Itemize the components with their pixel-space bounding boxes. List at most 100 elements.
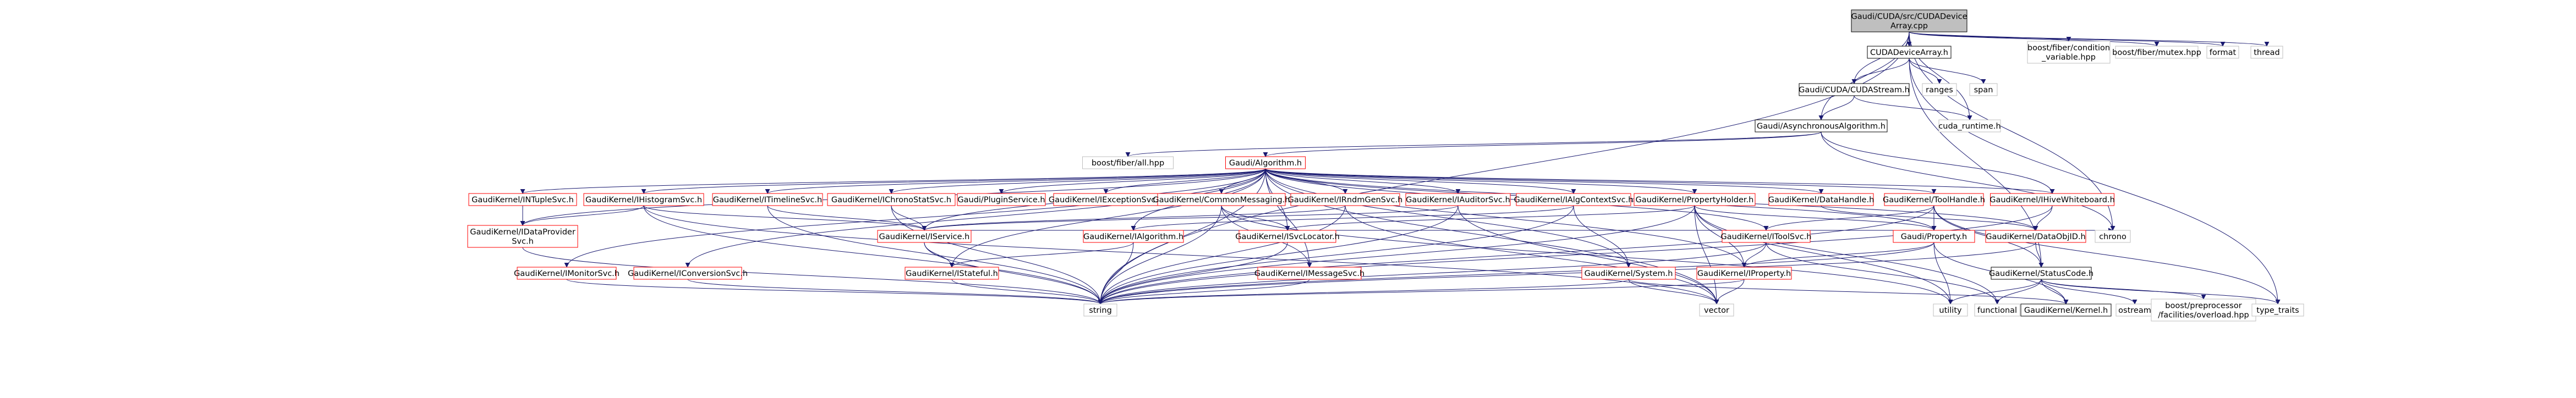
node-kernel[interactable]: GaudiKernel/Kernel.h [2020, 303, 2112, 317]
node-imon[interactable]: GaudiKernel/IMonitorSvc.h [514, 267, 620, 280]
node-bfmx: boost/fiber/mutex.hpp [2112, 46, 2201, 59]
node-functional: functional [1974, 303, 2020, 317]
edge-isl-to-string [1098, 242, 1288, 305]
node-ostream: ostream [2115, 303, 2154, 317]
node-ipl[interactable]: Gaudi/PluginService.h [957, 193, 1046, 206]
node-label-iexc: GaudiKernel/IExceptionSvc.h [1049, 196, 1163, 204]
edge-ph-to-gprop [1694, 205, 1937, 231]
node-isl[interactable]: GaudiKernel/ISvcLocator.h [1235, 230, 1340, 243]
node-label-idp: Svc.h [512, 237, 534, 246]
node-iexc[interactable]: GaudiKernel/IExceptionSvc.h [1049, 193, 1163, 206]
edge-galg-to-iconv [685, 168, 1266, 268]
node-th[interactable]: GaudiKernel/ToolHandle.h [1883, 193, 1985, 206]
node-label-itsvc: GaudiKernel/IToolSvc.h [1721, 233, 1812, 241]
node-isys[interactable]: GaudiKernel/System.h [1581, 267, 1676, 280]
node-label-idp: GaudiKernel/IDataProvider [470, 228, 576, 237]
node-iwb[interactable]: GaudiKernel/IHiveWhiteboard.h [1989, 193, 2115, 206]
edge-itl-to-string [767, 205, 1103, 305]
edge-itl-to-isvc [767, 205, 927, 231]
node-label-iaud: GaudiKernel/IAuditorSvc.h [1406, 196, 1510, 204]
node-iaud[interactable]: GaudiKernel/IAuditorSvc.h [1405, 193, 1511, 206]
node-intsvc[interactable]: GaudiKernel/INTupleSvc.h [468, 193, 577, 206]
node-box-functional [1974, 303, 2020, 317]
node-label-cmsg: GaudiKernel/CommonMessaging.h [1153, 196, 1290, 204]
node-irnd[interactable]: GaudiKernel/IRndmGenSvc.h [1288, 193, 1403, 206]
node-box-irnd [1290, 193, 1400, 206]
edge-isys-to-kernel [1628, 279, 2069, 305]
node-ph[interactable]: GaudiKernel/PropertyHolder.h [1634, 193, 1756, 206]
edge-isys-to-string [1098, 279, 1629, 305]
node-itl[interactable]: GaudiKernel/ITimelineSvc.h [712, 193, 823, 206]
edge-idp-to-string [522, 247, 1103, 305]
edge-sc-to-ostream [2041, 279, 2137, 305]
node-ialg[interactable]: GaudiKernel/IAlgorithm.h [1083, 230, 1184, 243]
edge-iwb-to-dobjid [2033, 205, 2053, 231]
node-utility: utility [1933, 303, 1968, 317]
edge-istf-to-string [951, 279, 1103, 305]
node-box-dh [1768, 193, 1874, 206]
edge-ipr-to-string [1098, 279, 1745, 305]
edge-root-to-thread [1909, 31, 2270, 47]
node-bfall: boost/fiber/all.hpp [1082, 156, 1174, 169]
node-layer: Gaudi/CUDA/src/CUDADeviceArray.cppCUDADe… [467, 9, 2304, 322]
edge-galg-to-iwb [1265, 168, 2054, 194]
node-label-bfall: boost/fiber/all.hpp [1092, 159, 1164, 168]
edge-galg-to-intsvc [520, 168, 1266, 194]
edge-itsvc-to-functional [1766, 242, 2000, 305]
edge-isys-to-vector [1628, 279, 1719, 305]
edge-gprop-to-string [1098, 242, 1934, 305]
node-box-utility [1933, 303, 1968, 317]
node-box-ihist [583, 193, 704, 206]
node-icss[interactable]: GaudiKernel/IChronoStatSvc.h [827, 193, 956, 206]
node-dh[interactable]: GaudiKernel/DataHandle.h [1768, 193, 1875, 206]
node-cda[interactable]: CUDADeviceArray.h [1867, 46, 1952, 59]
edge-iconv-to-string [687, 279, 1103, 305]
edge-dobjid-to-sc [2035, 242, 2044, 268]
edge-galg-to-icss [889, 168, 1266, 194]
node-label-cda: CUDADeviceArray.h [1870, 48, 1948, 57]
node-itsvc[interactable]: GaudiKernel/IToolSvc.h [1721, 230, 1812, 243]
node-isvc[interactable]: GaudiKernel/IService.h [877, 230, 972, 243]
node-gprop[interactable]: Gaudi/Property.h [1893, 230, 1975, 243]
node-ihist[interactable]: GaudiKernel/IHistogramSvc.h [583, 193, 704, 206]
node-label-cudart: cuda_runtime.h [1938, 122, 2000, 131]
node-imsg[interactable]: GaudiKernel/IMessageSvc.h [1254, 267, 1364, 280]
edge-th-to-itsvc [1763, 205, 1934, 231]
edge-imsg-to-string [1098, 279, 1310, 305]
node-label-istf: GaudiKernel/IStateful.h [906, 269, 998, 278]
edge-ihist-to-vector [643, 205, 1719, 305]
edge-cmsg-to-isl [1221, 205, 1290, 231]
node-box-itl [712, 193, 823, 206]
node-sc[interactable]: GaudiKernel/StatusCode.h [1989, 267, 2093, 280]
node-label-icss: GaudiKernel/IChronoStatSvc.h [831, 196, 951, 204]
node-box-bfmx [2115, 46, 2199, 59]
node-box-cmsg [1157, 193, 1286, 206]
edge-galg-to-iaud [1265, 168, 1461, 194]
edge-cmsg-to-string [1098, 205, 1222, 305]
node-label-imon: GaudiKernel/IMonitorSvc.h [514, 269, 620, 278]
node-galg[interactable]: Gaudi/Algorithm.h [1225, 156, 1306, 169]
edge-iacx-to-isys [1573, 205, 1631, 268]
node-box-isys [1581, 267, 1676, 280]
node-ipr[interactable]: GaudiKernel/IProperty.h [1696, 267, 1792, 280]
node-box-bpp [2151, 298, 2256, 322]
node-istf[interactable]: GaudiKernel/IStateful.h [905, 267, 999, 280]
node-dobjid[interactable]: GaudiKernel/DataObjID.h [1985, 230, 2086, 243]
edge-iacx-to-string [1098, 205, 1574, 305]
node-iconv[interactable]: GaudiKernel/IConversionSvc.h [628, 267, 748, 280]
edge-root-to-bfmx [1909, 31, 2160, 47]
node-label-bfcv: boost/fiber/condition [2027, 44, 2110, 53]
node-box-iwb [1990, 193, 2114, 206]
edge-cda-to-span [1909, 58, 1986, 84]
node-asyncalg[interactable]: Gaudi/AsynchronousAlgorithm.h [1755, 119, 1888, 132]
node-iacx[interactable]: GaudiKernel/IAlgContextSvc.h [1514, 193, 1634, 206]
edge-ialg-to-string [1098, 242, 1134, 305]
node-cudastream[interactable]: Gaudi/CUDA/CUDAStream.h [1799, 83, 1910, 96]
node-chrono: chrono [2095, 230, 2131, 243]
node-label-isys: GaudiKernel/System.h [1585, 269, 1673, 278]
node-box-gprop [1893, 230, 1975, 243]
node-label-iconv: GaudiKernel/IConversionSvc.h [628, 269, 748, 278]
node-cmsg[interactable]: GaudiKernel/CommonMessaging.h [1153, 193, 1290, 206]
